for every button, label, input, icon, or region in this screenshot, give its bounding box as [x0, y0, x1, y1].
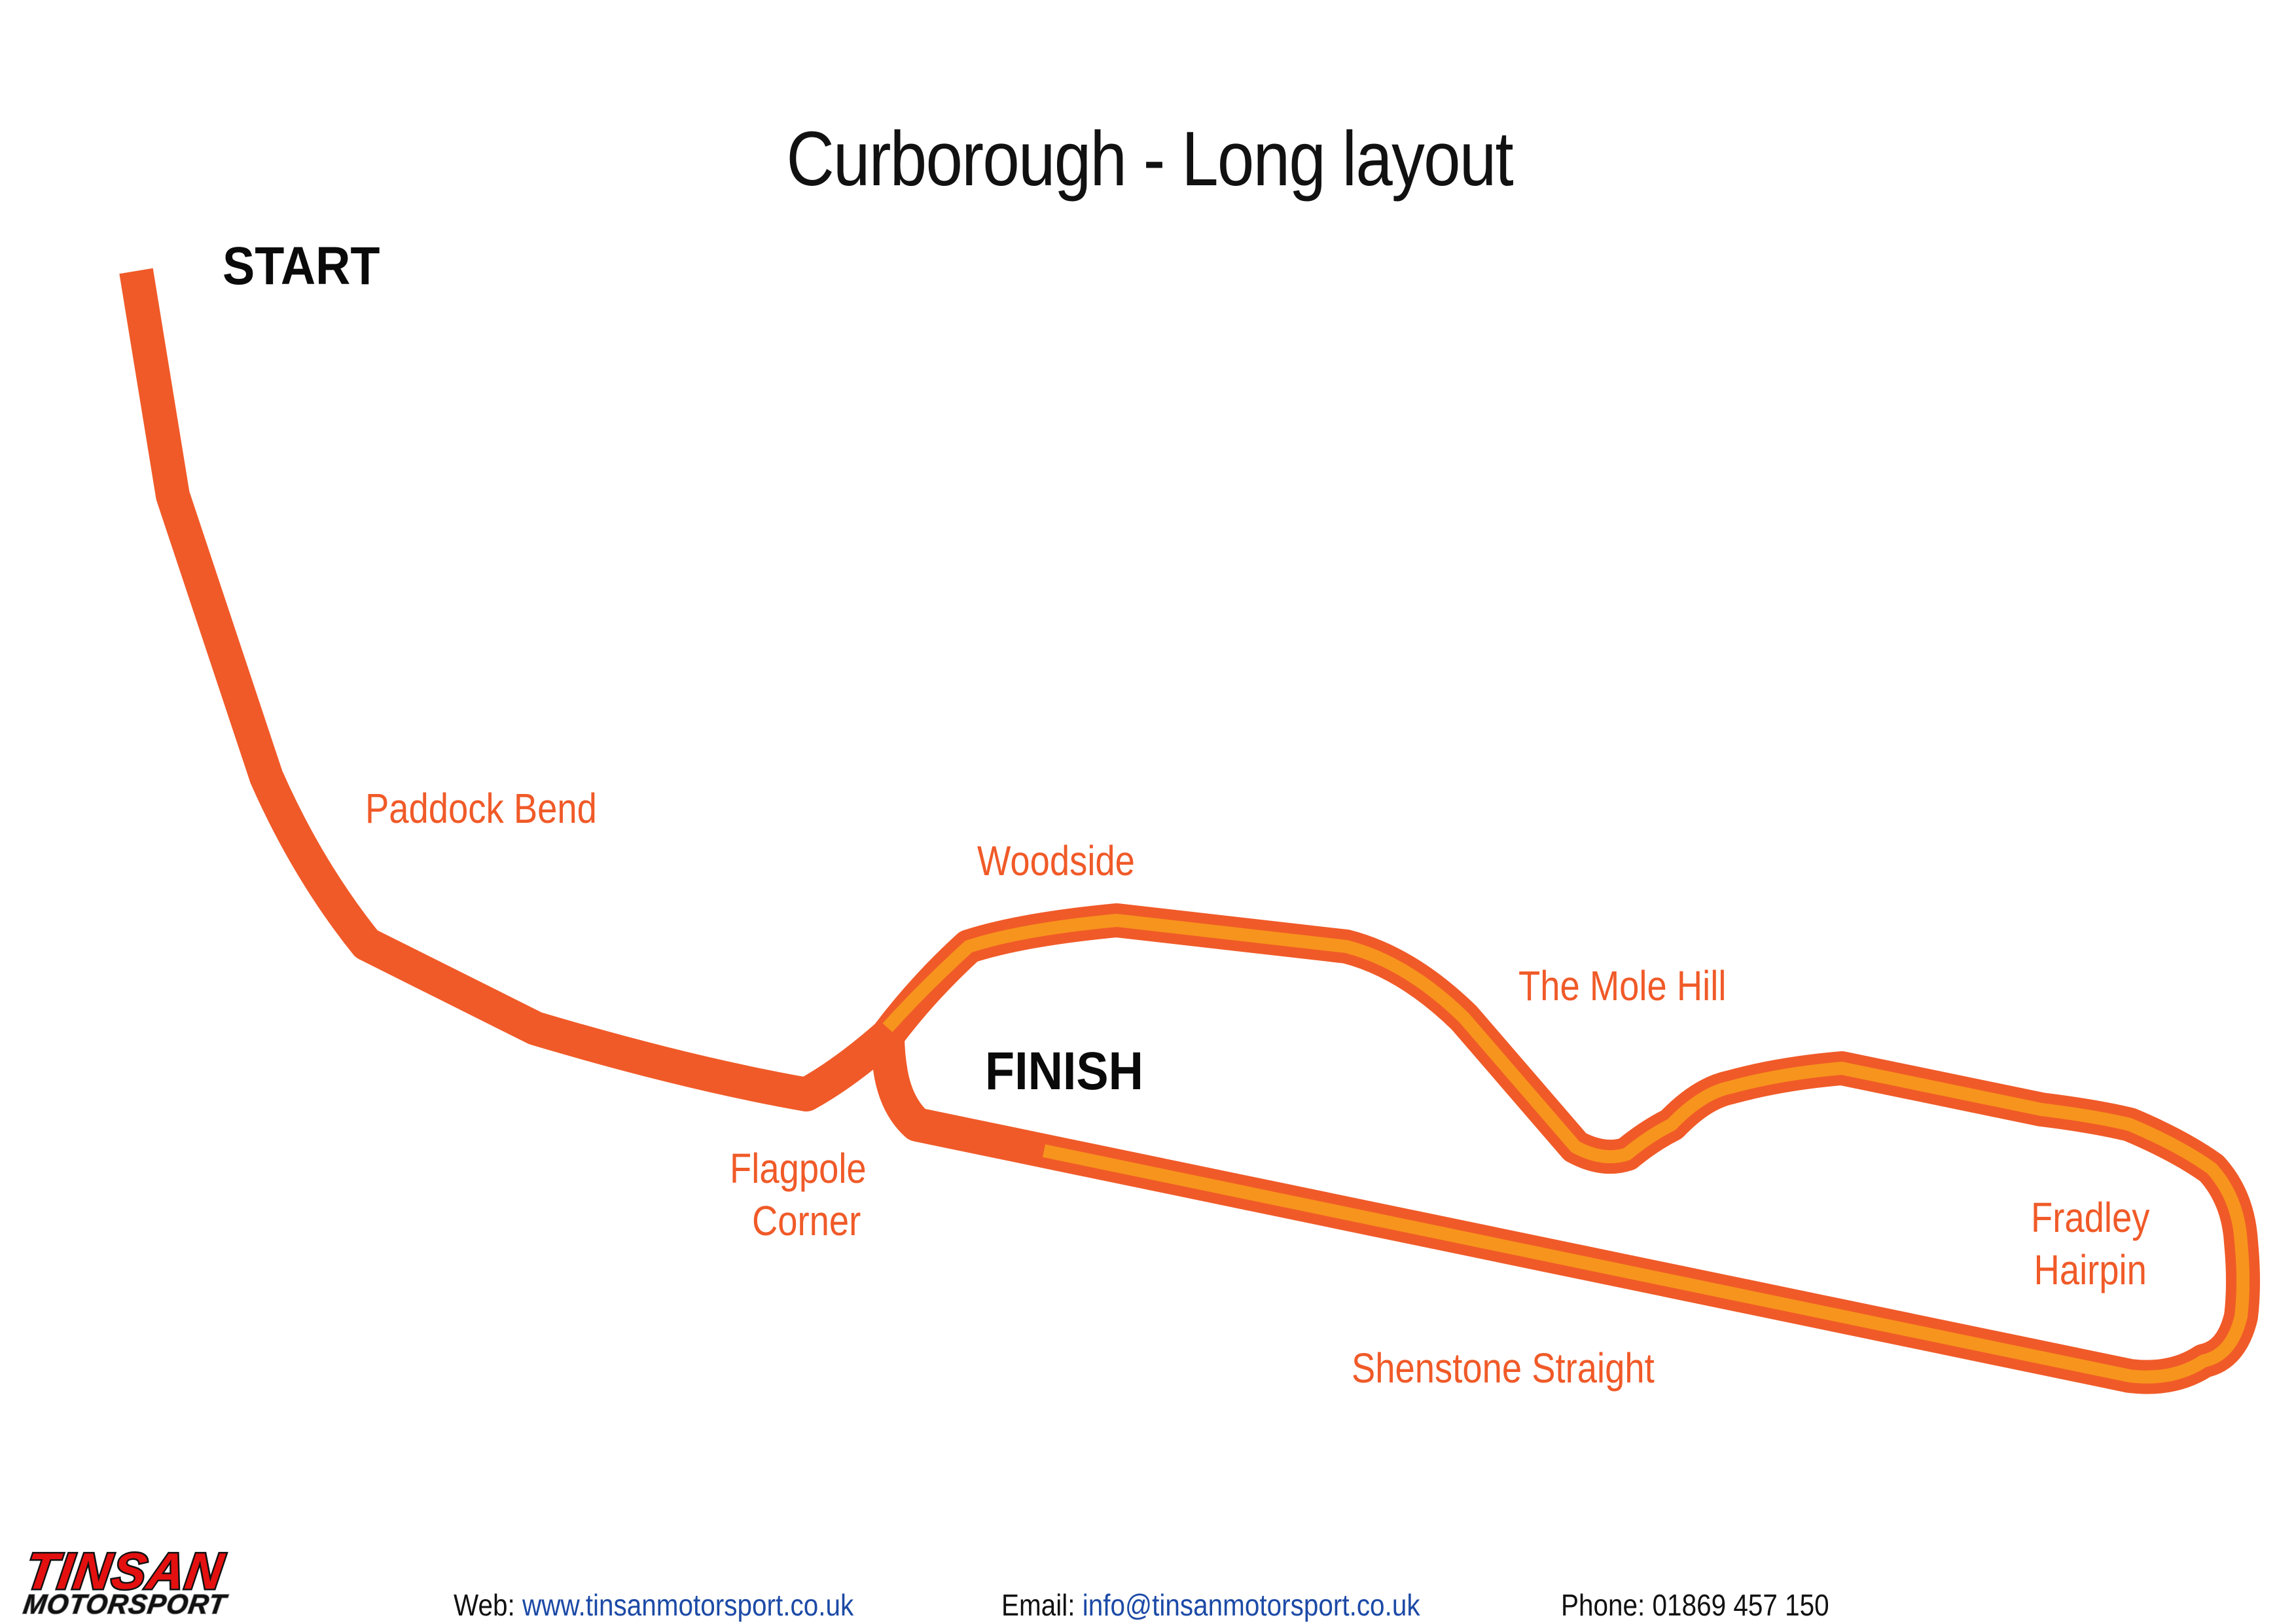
track-loop-inner — [882, 914, 2250, 1384]
email-link[interactable]: info@tinsanmotorsport.co.uk — [1082, 1588, 1420, 1622]
email-label: Email: — [1001, 1588, 1075, 1622]
footer-email: Email: info@tinsanmotorsport.co.uk — [1001, 1587, 1420, 1623]
corner-label-fradley-hairpin: Fradley Hairpin — [2031, 1191, 2149, 1296]
corner-label-mole-hill: The Mole Hill — [1518, 962, 1727, 1009]
web-label: Web: — [454, 1588, 515, 1622]
page-title: Curborough - Long layout — [786, 116, 1513, 202]
corner-label-woodside: Woodside — [977, 837, 1135, 884]
corner-label-flagpole-corner: Flagpole Corner — [730, 1142, 867, 1247]
flagpole-line2: Corner — [751, 1197, 861, 1244]
footer-web: Web: www.tinsanmotorsport.co.uk — [454, 1587, 853, 1623]
footer-phone: Phone: 01869 457 150 — [1561, 1587, 1829, 1623]
web-link[interactable]: www.tinsanmotorsport.co.uk — [522, 1588, 854, 1622]
flagpole-line1: Flagpole — [730, 1145, 867, 1192]
track-start-section — [119, 268, 899, 1111]
fradley-line1: Fradley — [2031, 1194, 2150, 1241]
corner-label-paddock-bend: Paddock Bend — [365, 785, 597, 832]
phone-value: 01869 457 150 — [1652, 1588, 1829, 1622]
fradley-line2: Hairpin — [2034, 1246, 2147, 1293]
phone-label: Phone: — [1561, 1588, 1645, 1622]
tinsan-motorsport-logo: TINSAN MOTORSPORT — [20, 1541, 230, 1623]
logo-line2: MOTORSPORT — [21, 1588, 229, 1620]
corner-label-shenstone-straight: Shenstone Straight — [1352, 1344, 1655, 1392]
start-marker: START — [223, 236, 380, 296]
finish-marker: FINISH — [985, 1041, 1143, 1101]
